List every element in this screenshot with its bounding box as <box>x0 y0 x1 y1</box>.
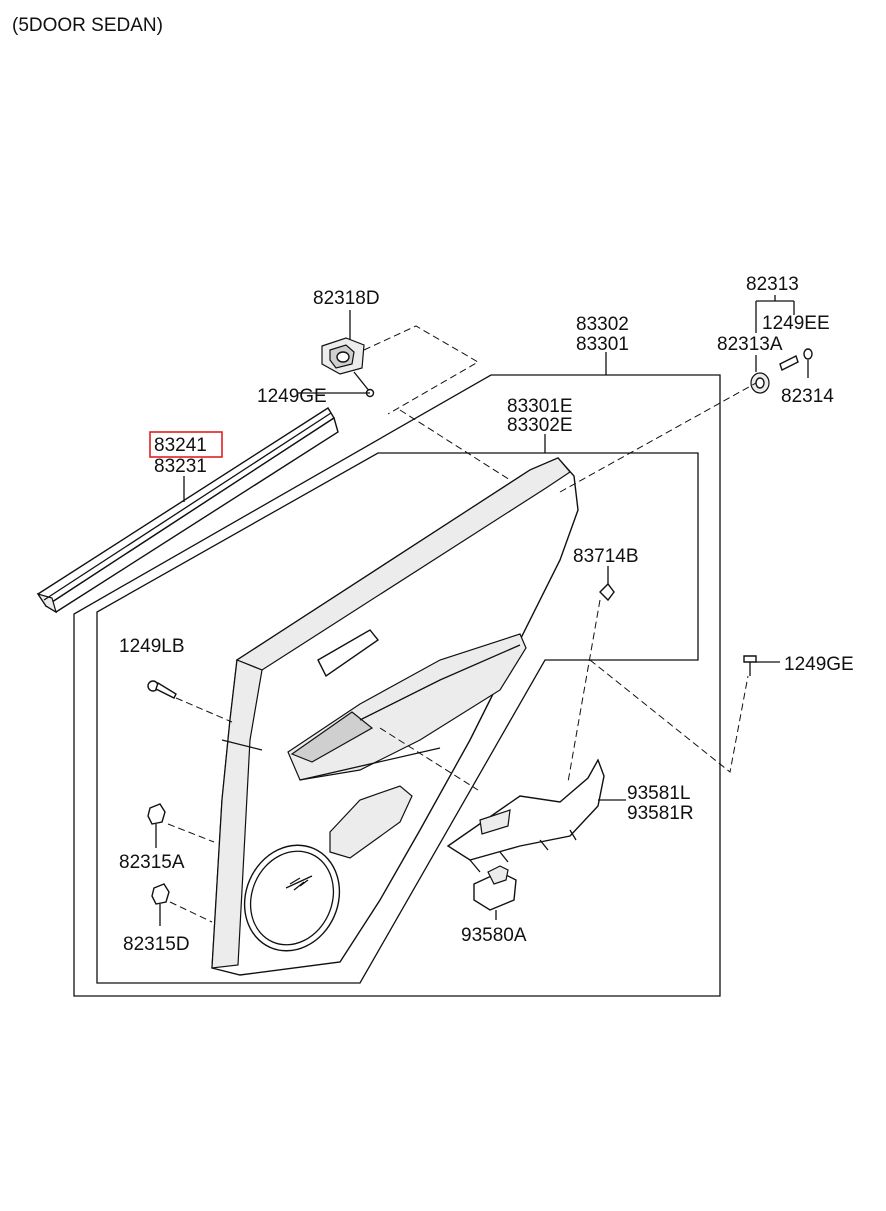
label-93581R: 93581R <box>627 803 694 824</box>
clip-82315D-part[interactable] <box>151 883 170 905</box>
label-83231: 83231 <box>154 456 207 477</box>
label-83714B: 83714B <box>573 546 639 567</box>
switch-93580A-part[interactable] <box>473 865 517 911</box>
label-83241[interactable]: 83241 <box>154 435 207 456</box>
belt-weatherstrip-part[interactable] <box>36 407 339 614</box>
label-1249LB: 1249LB <box>119 636 185 657</box>
label-1249GE-right: 1249GE <box>784 654 854 675</box>
dashed-guide-lines <box>167 325 757 923</box>
highlight-box-83241 <box>149 431 223 458</box>
label-83302E: 83302E <box>507 415 573 436</box>
label-82318D: 82318D <box>313 288 380 309</box>
diagram-title: (5DOOR SEDAN) <box>12 15 163 36</box>
screw-1249EE-part[interactable] <box>779 355 799 371</box>
label-83301E: 83301E <box>507 396 573 417</box>
label-82313A: 82313A <box>717 334 783 355</box>
inner-assembly-frame <box>96 452 699 984</box>
bracket-82318D-part[interactable] <box>321 337 365 375</box>
label-82313: 82313 <box>746 274 799 295</box>
label-93580A: 93580A <box>461 925 527 946</box>
screw-1249LB-part[interactable] <box>147 680 177 699</box>
screw-1249GE-top-part[interactable] <box>353 371 375 398</box>
label-1249EE: 1249EE <box>762 313 830 334</box>
washer-82314-part[interactable] <box>803 348 813 360</box>
cap-83714B-part[interactable] <box>599 582 615 602</box>
label-83302: 83302 <box>576 314 629 335</box>
label-82315D: 82315D <box>123 934 190 955</box>
label-82315A: 82315A <box>119 852 185 873</box>
screw-1249GE-right-part[interactable] <box>743 655 757 676</box>
door-trim-panel-part[interactable] <box>211 457 579 976</box>
label-83301: 83301 <box>576 334 629 355</box>
label-1249GE-top: 1249GE <box>257 386 327 407</box>
grommet-82313A-part[interactable] <box>750 372 770 394</box>
switch-bezel-93581-part[interactable] <box>446 758 605 873</box>
label-82314: 82314 <box>781 386 834 407</box>
clip-82315A-part[interactable] <box>147 803 166 825</box>
leader-lines <box>155 295 809 926</box>
label-93581L: 93581L <box>627 783 690 804</box>
